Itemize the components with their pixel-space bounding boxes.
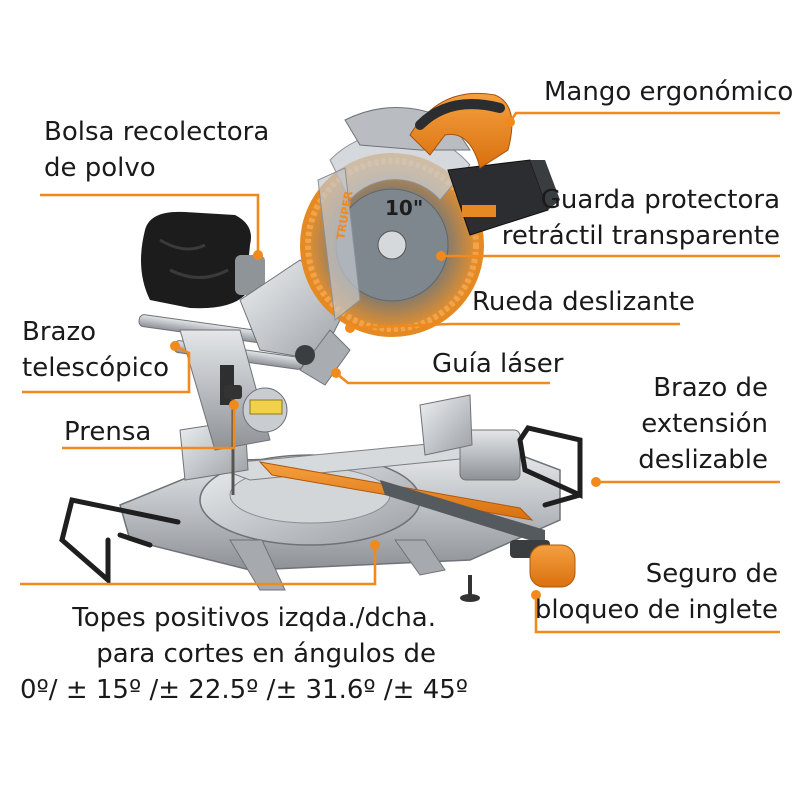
label-line: Guía láser bbox=[432, 349, 564, 379]
label-guarda-protectora: Guarda protectora retráctil transparente bbox=[502, 182, 780, 254]
label-bolsa-recolectora: Bolsa recolectora de polvo bbox=[44, 114, 269, 186]
label-line: extensión bbox=[641, 409, 768, 439]
label-mango-ergonomico: Mango ergonómico bbox=[544, 74, 793, 110]
blade-size-text: 10" bbox=[385, 196, 423, 220]
leader-dot-icon bbox=[253, 250, 263, 260]
motor bbox=[447, 159, 560, 236]
blade-assembly bbox=[300, 107, 484, 337]
label-brazo-extension: Brazo de extensión deslizable bbox=[638, 370, 768, 478]
leader-bolsa bbox=[40, 193, 260, 255]
label-topes-positivos: Topes positivos izqda./dcha. para cortes… bbox=[20, 600, 469, 708]
leader-dot-icon bbox=[170, 341, 180, 351]
label-line: 0º/ ± 15º /± 22.5º /± 31.6º /± 45º bbox=[20, 675, 469, 705]
label-guia-laser: Guía láser bbox=[432, 346, 563, 382]
leader-brazo-telescopico bbox=[22, 344, 191, 394]
leader-dot-icon bbox=[436, 251, 446, 261]
leader-dot-icon bbox=[531, 590, 541, 600]
leader-dot-icon bbox=[591, 477, 601, 487]
ergonomic-handle bbox=[409, 92, 513, 169]
leader-topes bbox=[20, 545, 377, 586]
label-line: Prensa bbox=[64, 417, 152, 447]
label-line: de polvo bbox=[44, 153, 156, 183]
label-line: Bolsa recolectora bbox=[44, 117, 270, 147]
extension-wires bbox=[59, 425, 583, 586]
leader-rueda bbox=[349, 322, 680, 330]
label-seguro-bloqueo: Seguro de bloqueo de inglete bbox=[535, 556, 778, 628]
label-rueda-deslizante: Rueda deslizante bbox=[472, 284, 695, 320]
label-line: Guarda protectora bbox=[540, 185, 780, 215]
label-brazo-telescopico: Brazo telescópico bbox=[22, 314, 169, 386]
label-line: Seguro de bbox=[645, 559, 778, 589]
label-line: Mango ergonómico bbox=[544, 77, 794, 107]
leader-dot-icon bbox=[505, 117, 515, 127]
dust-bag bbox=[141, 211, 265, 309]
leader-lines bbox=[20, 111, 780, 634]
leader-dot-icon bbox=[370, 540, 380, 550]
label-line: deslizable bbox=[638, 445, 768, 475]
label-line: Rueda deslizante bbox=[472, 287, 695, 317]
leader-dot-icon bbox=[229, 400, 239, 410]
leader-dot-icon bbox=[345, 323, 355, 333]
label-line: Brazo bbox=[22, 317, 97, 347]
label-line: Topes positivos izqda./dcha. bbox=[72, 603, 436, 633]
label-line: retráctil transparente bbox=[501, 221, 780, 251]
leader-dot-icon bbox=[331, 368, 341, 378]
label-line: para cortes en ángulos de bbox=[96, 639, 436, 669]
label-prensa: Prensa bbox=[64, 414, 151, 450]
label-line: bloqueo de inglete bbox=[534, 595, 778, 625]
miter-arm bbox=[258, 461, 576, 602]
leader-prensa bbox=[62, 405, 236, 450]
leader-guia bbox=[335, 372, 550, 385]
leader-seguro bbox=[534, 595, 780, 634]
label-line: telescópico bbox=[22, 353, 170, 383]
leader-mango bbox=[508, 111, 780, 123]
saw-base bbox=[119, 429, 561, 591]
label-line: Brazo de bbox=[653, 373, 768, 403]
